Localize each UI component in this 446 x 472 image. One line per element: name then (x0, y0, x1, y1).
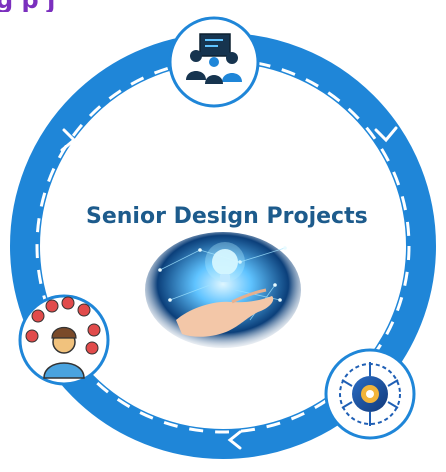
arrow-chevron-icon (374, 126, 398, 143)
hand-lightbulb-network-icon (145, 232, 301, 348)
arrow-chevron-icon (227, 430, 242, 450)
person-with-alerts-icon (25, 296, 101, 379)
clipped-heading-top: g p j (0, 0, 446, 12)
diagram-title: Senior Design Projects (86, 204, 368, 229)
gear-circuit-icon (339, 362, 401, 426)
clipped-heading-bottom (300, 452, 446, 472)
arrow-chevron-icon (60, 128, 77, 152)
node-ideas (18, 294, 110, 386)
cycle-ring-dashes (35, 58, 411, 434)
node-team (168, 16, 260, 108)
node-tech (324, 348, 416, 440)
team-meeting-icon (186, 33, 242, 84)
